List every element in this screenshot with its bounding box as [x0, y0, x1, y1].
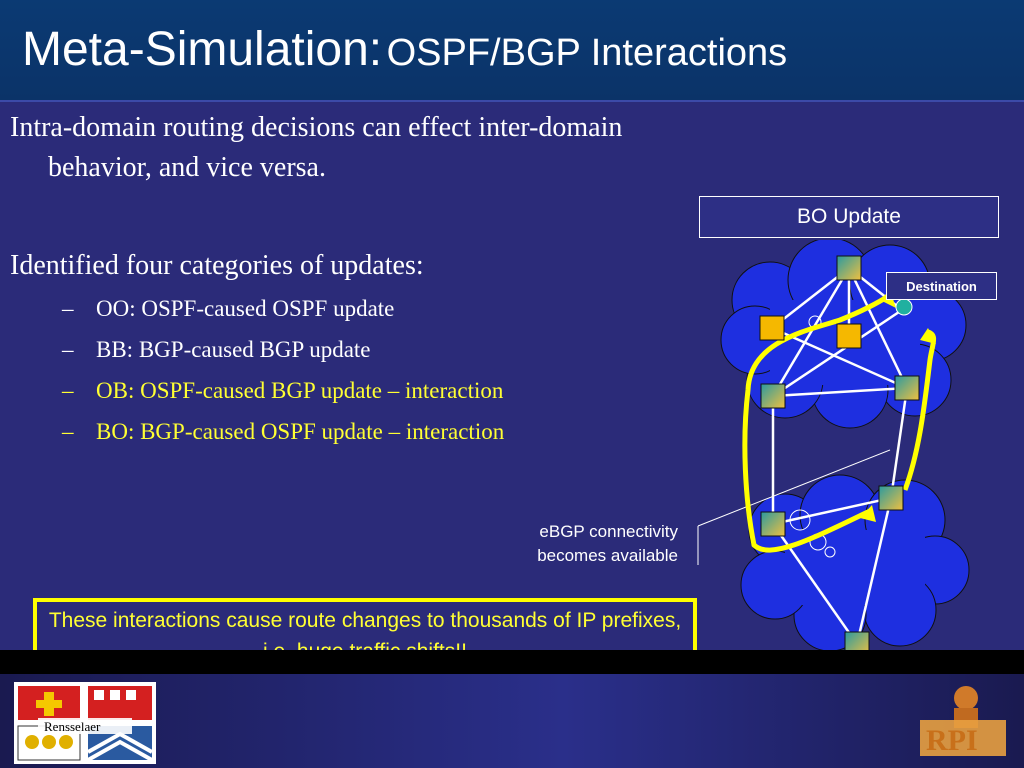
- rpi-text: RPI: [926, 724, 978, 757]
- dash: –: [62, 337, 74, 362]
- sub-item-bo: –BO: BGP-caused OSPF update – interactio…: [62, 417, 504, 447]
- sub-item-text: OB: OSPF-caused BGP update – interaction: [96, 378, 504, 403]
- router-nodes: [759, 255, 920, 657]
- footer: Rensselaer RPI: [0, 674, 1024, 768]
- rensselaer-text: Rensselaer: [44, 719, 101, 734]
- slide-title: Meta-Simulation: OSPF/BGP Interactions: [22, 22, 787, 77]
- dash: –: [62, 419, 74, 444]
- bo-route-path: [742, 292, 892, 553]
- title-bar: Meta-Simulation: OSPF/BGP Interactions: [0, 0, 1024, 102]
- footer-divider: [0, 650, 1024, 674]
- route-arrow-head-3: [860, 505, 876, 522]
- destination-label: Destination: [886, 272, 997, 300]
- network-diagram: [697, 240, 970, 657]
- destination-node: [895, 298, 913, 316]
- rensselaer-logo: Rensselaer: [14, 682, 156, 764]
- sub-item-text: BB: BGP-caused BGP update: [96, 337, 371, 362]
- network-links: [771, 267, 909, 645]
- bo-route-path-2: [902, 329, 937, 491]
- sub-item-oo: –OO: OSPF-caused OSPF update: [62, 294, 394, 324]
- ebgp-label: eBGP connectivity becomes available: [480, 520, 678, 568]
- route-arrow-head-2: [920, 328, 936, 344]
- dash: –: [62, 296, 74, 321]
- ebgp-label-line1: eBGP connectivity: [539, 522, 678, 541]
- bullet-categories: Identified four categories of updates:: [10, 250, 424, 281]
- rpi-logo: RPI: [920, 686, 1006, 757]
- title-sub: OSPF/BGP Interactions: [386, 32, 788, 74]
- ebgp-pointer: [697, 449, 891, 565]
- bo-update-label: BO Update: [699, 196, 999, 238]
- sub-item-ob: –OB: OSPF-caused BGP update – interactio…: [62, 376, 503, 406]
- sub-item-bb: –BB: BGP-caused BGP update: [62, 335, 371, 365]
- sub-item-text: OO: OSPF-caused OSPF update: [96, 296, 395, 321]
- ebgp-label-line2: becomes available: [537, 546, 678, 565]
- bullet-intra-domain: Intra-domain routing decisions can effec…: [10, 112, 623, 183]
- lower-as-cloud: [740, 474, 970, 652]
- sub-item-text: BO: BGP-caused OSPF update – interaction: [96, 419, 505, 444]
- dash: –: [62, 378, 74, 403]
- title-main: Meta-Simulation:: [22, 23, 383, 76]
